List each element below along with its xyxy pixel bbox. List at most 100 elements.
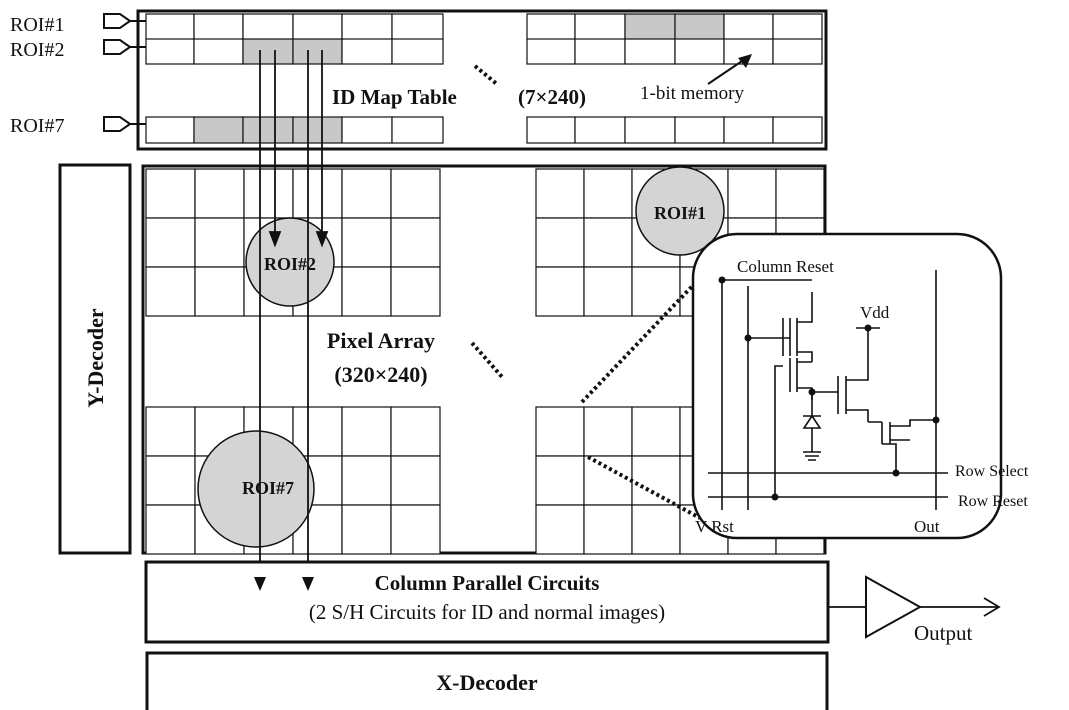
row-reset-label: Row Reset <box>958 493 1028 510</box>
id-map-cell <box>391 116 444 144</box>
roi-region-7 <box>197 430 315 548</box>
output-buffer-triangle <box>865 575 923 639</box>
roi-input-port-1 <box>103 13 146 29</box>
id-map-cell <box>674 38 725 65</box>
circuit-node <box>932 416 940 424</box>
id-arrowhead <box>302 577 314 591</box>
column-parallel-title: Column Parallel Circuits <box>375 571 600 595</box>
id-arrowhead <box>268 231 282 248</box>
id-map-cell <box>723 13 774 41</box>
pixel-circuit-frame <box>691 232 1003 540</box>
pixel-cell <box>145 217 196 268</box>
pixel-cell <box>145 455 196 506</box>
column-parallel-block: Column Parallel Circuits (2 S/H Circuits… <box>144 560 830 644</box>
memory-pointer-arrowhead <box>738 54 752 68</box>
out-label: Out <box>914 517 940 536</box>
id-map-table: ID Map Table (7×240) 1-bit memory <box>136 9 828 151</box>
pixel-cell <box>145 266 196 317</box>
id-map-cell <box>624 116 676 144</box>
y-decoder-frame <box>58 163 132 555</box>
pixel-cell <box>194 217 245 268</box>
roi-region-label-1: ROI#1 <box>654 203 706 223</box>
id-map-cell <box>772 116 823 144</box>
memory-label: 1-bit memory <box>640 83 744 104</box>
pixel-cell <box>292 168 343 219</box>
pixel-cell <box>341 406 392 457</box>
pixel-cell <box>535 504 585 555</box>
pixel-cell <box>341 217 392 268</box>
id-map-cell <box>526 116 576 144</box>
pixel-cell <box>583 266 633 317</box>
id-map-title: ID Map Table <box>332 85 457 109</box>
pixel-array: ROI#1 ROI#2 ROI#7 Pixel Array (320×240) <box>141 164 827 555</box>
id-map-cell <box>145 13 195 41</box>
pixel-cell <box>390 455 441 506</box>
roi-inputs: ROI#1 ROI#2 ROI#7 <box>10 13 146 137</box>
circuit-node <box>744 334 752 342</box>
pixel-cell <box>390 168 441 219</box>
id-map-cell <box>526 38 576 65</box>
pixel-cell <box>535 266 585 317</box>
id-map-cell <box>391 38 444 65</box>
id-map-cell <box>391 13 444 41</box>
id-arrowhead <box>315 231 329 248</box>
pixel-cell <box>292 406 343 457</box>
output-arrowhead <box>983 597 1001 617</box>
roi-input-label-7: ROI#7 <box>10 115 64 137</box>
roi-region-label-2: ROI#2 <box>264 254 316 274</box>
column-parallel-frame <box>144 560 830 644</box>
pixel-cell <box>341 266 392 317</box>
roi-region-label-7: ROI#7 <box>242 478 294 498</box>
circuit-node <box>718 276 726 284</box>
column-reset-label: Column Reset <box>737 257 834 276</box>
vdd-label: Vdd <box>860 303 890 322</box>
id-map-ellipsis <box>473 64 500 87</box>
y-decoder-block: Y-Decoder <box>58 163 132 555</box>
roi-input-port-2 <box>103 39 146 55</box>
column-parallel-subtitle: (2 S/H Circuits for ID and normal images… <box>309 600 665 624</box>
id-map-cell <box>292 13 343 41</box>
x-decoder-frame <box>145 651 829 710</box>
id-map-cell <box>145 38 195 65</box>
id-map-cell <box>341 38 393 65</box>
id-arrowhead <box>254 577 266 591</box>
pixel-cell <box>535 217 585 268</box>
pixel-cell <box>583 217 633 268</box>
pixel-cell <box>583 168 633 219</box>
pixel-cell <box>535 406 585 457</box>
id-map-size: (7×240) <box>518 85 586 109</box>
id-map-cell <box>574 13 626 41</box>
id-map-cell <box>674 13 725 41</box>
pixel-cell <box>390 217 441 268</box>
pixel-cell <box>194 168 245 219</box>
circuit-node <box>808 388 816 396</box>
pixel-circuit-callout: Column Reset Vdd Row Select Row Reset V … <box>691 232 1029 540</box>
pixel-cell <box>631 455 681 506</box>
roi-region-1 <box>635 166 725 256</box>
v-rst-label: V Rst <box>695 517 734 536</box>
pixel-cell <box>243 168 294 219</box>
roi-region-2 <box>245 217 335 307</box>
id-map-cell <box>242 116 294 144</box>
id-map-cell <box>723 116 774 144</box>
output-label: Output <box>914 621 973 645</box>
id-map-cell <box>193 13 244 41</box>
pixel-cell <box>145 504 196 555</box>
id-map-cell <box>193 38 244 65</box>
pixel-cell <box>631 406 681 457</box>
id-map-cell <box>242 38 294 65</box>
pixel-cell <box>631 266 681 317</box>
y-decoder-label: Y-Decoder <box>83 308 108 408</box>
pixel-array-ellipsis <box>470 341 505 380</box>
circuit-node <box>771 493 779 501</box>
id-map-cell <box>574 116 626 144</box>
circuit-node <box>892 469 900 477</box>
reset-transistor <box>748 292 813 362</box>
id-map-cell <box>624 38 676 65</box>
pixel-cell <box>583 406 633 457</box>
pixel-cell <box>341 455 392 506</box>
pixel-cell <box>775 168 825 219</box>
id-map-cell <box>341 13 393 41</box>
photodiode <box>802 400 822 461</box>
